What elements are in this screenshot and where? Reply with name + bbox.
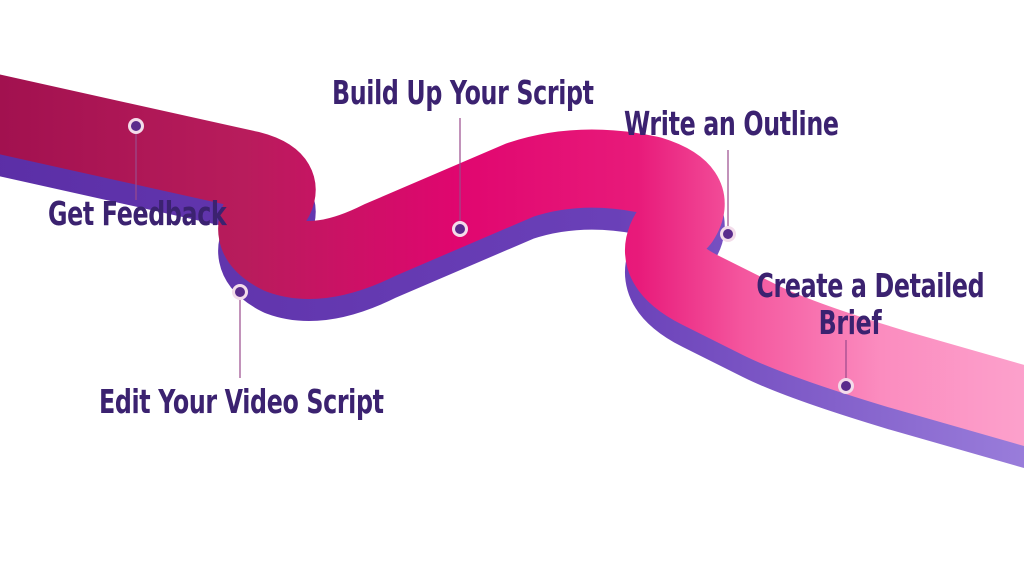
step-label-build-script: Build Up Your Script [332, 73, 594, 112]
step-label-write-outline: Write an Outline [624, 104, 839, 143]
road-surface [0, 74, 1024, 446]
step-markers [128, 118, 854, 394]
step-label-edit-script: Edit Your Video Script [99, 382, 384, 421]
step-label-create-brief: Create a Detailed Brief [720, 266, 985, 342]
step-label-get-feedback: Get Feedback [48, 194, 227, 233]
step-label-create-brief-line-1: Create a Detailed [756, 266, 985, 305]
leader-lines [135, 118, 847, 386]
step-label-create-brief-line-2: Brief [818, 303, 882, 342]
